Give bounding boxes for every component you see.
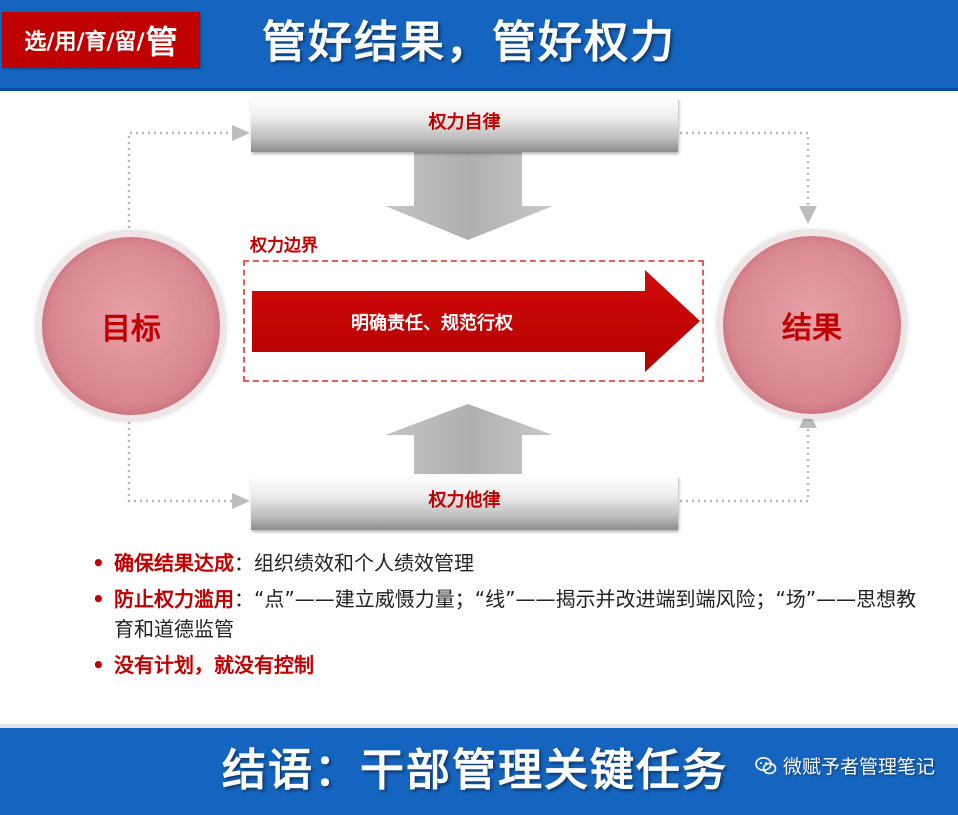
dotted-connector-top-left xyxy=(127,131,232,228)
goal-label: 目标 xyxy=(101,312,161,347)
diagram-connectors xyxy=(127,125,817,509)
watermark: 微赋予者管理笔记 xyxy=(755,752,935,779)
footer-title: 结语：干部管理关键任务 xyxy=(222,745,728,796)
watermark-text: 微赋予者管理笔记 xyxy=(783,756,936,778)
power-boundary-box xyxy=(243,260,704,382)
bullet-list: • 确保结果达成：组织绩效和个人绩效管理 • 防止权力滥用：“点”——建立威慑力… xyxy=(92,548,922,680)
page-title: 管好结果，管好权力 xyxy=(262,17,676,68)
power-boundary-label: 权力边界 xyxy=(250,236,318,256)
external-discipline-bar: 权力他律 xyxy=(251,476,678,530)
main-arrow-label: 明确责任、规范行权 xyxy=(351,313,513,334)
dotted-connector-bottom-left xyxy=(127,416,232,503)
bullet-item: • 防止权力滥用：“点”——建立威慑力量；“线”——揭示并改进端到端风险；“场”… xyxy=(92,584,922,644)
bullet-item: • 没有计划，就没有控制 xyxy=(92,650,922,680)
header-bar: 选/用/育/留/管 管好结果，管好权力 xyxy=(0,0,958,91)
down-arrow xyxy=(385,152,553,240)
dotted-connector-top-right xyxy=(680,131,810,208)
connector-arrow-top-left xyxy=(232,125,250,141)
connector-arrow-bottom-left xyxy=(232,493,250,509)
main-arrow xyxy=(252,270,700,372)
bullet-dot-icon: • xyxy=(92,587,105,611)
external-discipline-label: 权力他律 xyxy=(428,490,501,511)
bullet-key: 防止权力滥用 xyxy=(114,587,234,611)
goal-circle: 目标 xyxy=(37,232,225,420)
section-tag-emphasis: 管 xyxy=(145,23,178,61)
diagram: 目标 结果 权力自律 权力他律 权力边界 明确责任、规范行权 xyxy=(0,88,958,548)
bullet-item: • 确保结果达成：组织绩效和个人绩效管理 xyxy=(92,548,922,578)
bullet-text: ：“点”——建立威慑力量；“线”——揭示并改进端到端风险；“场”——思想教育和道… xyxy=(114,587,917,641)
footer-bar: 结语：干部管理关键任务 xyxy=(0,724,958,815)
connector-arrow-bottom-right xyxy=(799,410,817,428)
bullet-text: ：组织绩效和个人绩效管理 xyxy=(234,551,474,575)
bullet-dot-icon: • xyxy=(92,551,105,575)
up-arrow xyxy=(385,404,553,474)
dotted-connector-bottom-right xyxy=(680,426,810,503)
bullet-key: 没有计划，就没有控制 xyxy=(114,653,314,677)
section-tag-prefix: 选/用/育/留/ xyxy=(24,30,145,55)
section-tag: 选/用/育/留/管 xyxy=(2,12,200,68)
wechat-icon xyxy=(755,756,777,774)
connector-arrow-top-right xyxy=(799,206,817,224)
bullet-dot-icon: • xyxy=(92,653,105,677)
self-discipline-label: 权力自律 xyxy=(428,112,501,133)
result-label: 结果 xyxy=(782,311,842,346)
self-discipline-bar: 权力自律 xyxy=(251,98,678,152)
result-circle: 结果 xyxy=(718,231,906,419)
bullet-key: 确保结果达成 xyxy=(114,551,234,575)
